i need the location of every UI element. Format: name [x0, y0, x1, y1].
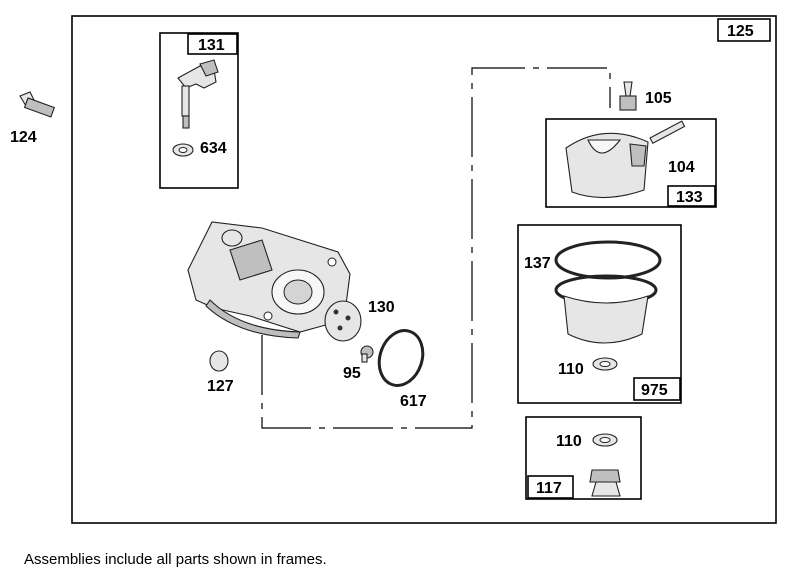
bowl-gasket-137 — [554, 240, 662, 344]
part-label-127: 127 — [207, 378, 234, 395]
frame-131 — [159, 32, 239, 189]
part-label-125: 125 — [727, 23, 754, 40]
part-label-117: 117 — [536, 480, 562, 497]
part-label-110a: 110 — [558, 361, 584, 378]
part-label-131: 131 — [198, 37, 225, 54]
part-label-104: 104 — [668, 159, 695, 176]
pin-104 — [649, 120, 686, 145]
carburetor-body — [187, 221, 351, 339]
main-assembly-frame — [71, 15, 777, 524]
label-box-131 — [187, 33, 238, 55]
part-label-634: 634 — [200, 140, 227, 157]
label-box-133 — [667, 185, 716, 207]
frame-975 — [517, 224, 682, 404]
label-box-117 — [527, 475, 574, 499]
part-label-95: 95 — [343, 365, 361, 382]
part-label-124: 124 — [10, 129, 37, 146]
part-label-133: 133 — [676, 189, 703, 206]
label-box-125 — [717, 18, 771, 42]
connector-line — [261, 67, 611, 429]
frame-133 — [545, 118, 717, 208]
frame-117 — [525, 416, 642, 500]
bowl-bolt-117 — [589, 469, 621, 497]
part-label-130: 130 — [368, 299, 395, 316]
part-label-137: 137 — [524, 255, 551, 272]
gasket-617 — [377, 329, 425, 387]
part-label-617: 617 — [400, 393, 427, 410]
assembly-note: Assemblies include all parts shown in fr… — [24, 551, 327, 568]
float-lever-part — [177, 59, 219, 129]
screw-124 — [19, 91, 56, 118]
screw-95 — [360, 345, 374, 363]
plate-130 — [324, 300, 362, 342]
part-label-105: 105 — [645, 90, 672, 107]
part-label-110b: 110 — [556, 433, 582, 450]
part-label-975: 975 — [641, 382, 668, 399]
welch-plug-127 — [209, 350, 229, 372]
label-box-975 — [633, 377, 681, 401]
needle-105 — [619, 81, 637, 111]
float-133 — [565, 132, 649, 199]
